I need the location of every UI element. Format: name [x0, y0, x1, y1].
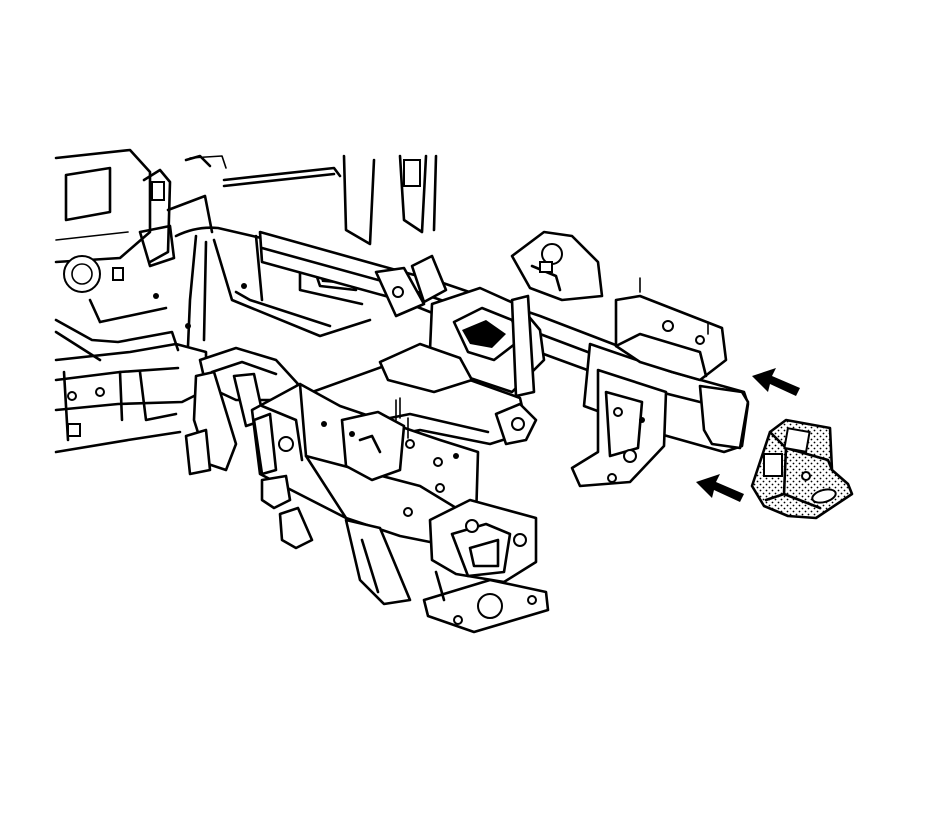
mount-bracket [750, 418, 854, 520]
front-frame-assembly [184, 230, 666, 634]
arrow-upper [752, 368, 800, 396]
arrow-lower [696, 474, 744, 502]
front-crossmember [570, 277, 750, 488]
callout-arrows [696, 368, 800, 502]
